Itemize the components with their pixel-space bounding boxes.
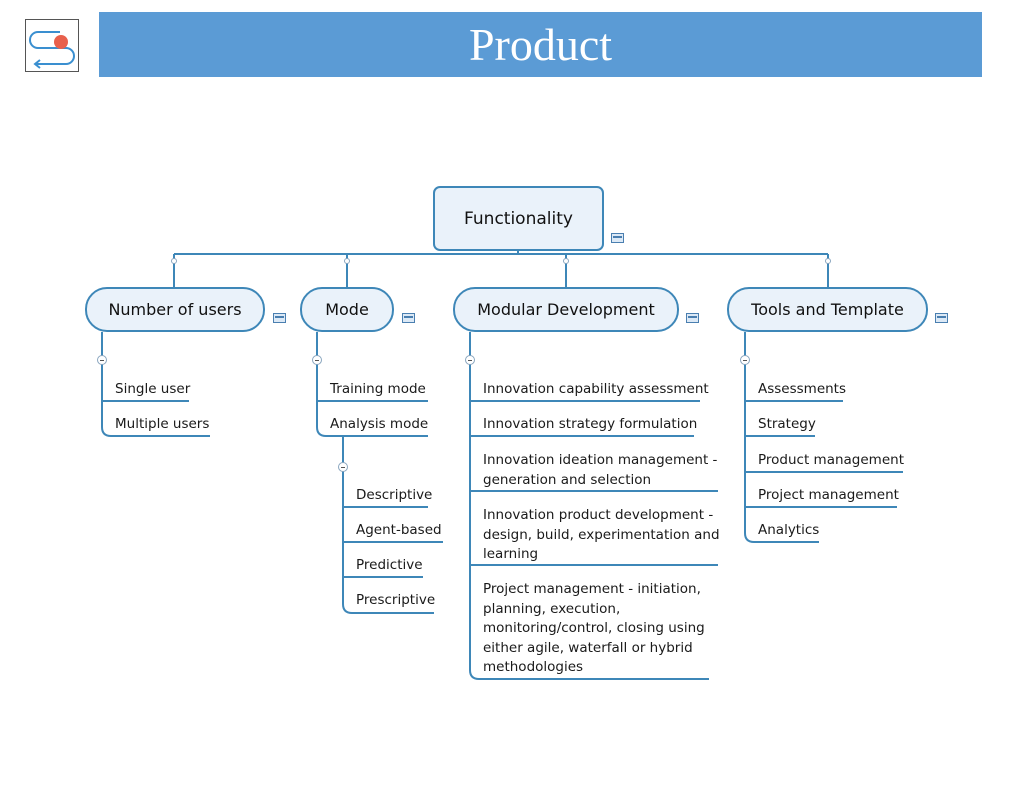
note-icon[interactable] — [402, 313, 415, 323]
leaf-topic[interactable]: Project management - initiation, plannin… — [483, 581, 705, 675]
leaf-topic[interactable]: Innovation strategy formulation — [483, 416, 698, 432]
connector-joint — [171, 258, 177, 264]
note-icon[interactable] — [273, 313, 286, 323]
root-node-functionality[interactable]: Functionality — [433, 186, 604, 251]
collapse-icon[interactable] — [97, 355, 107, 365]
branch-node-modular-development[interactable]: Modular Development — [453, 287, 679, 332]
branch-node-mode[interactable]: Mode — [300, 287, 394, 332]
leaf-topic[interactable]: Product management — [758, 452, 904, 468]
title-bar: Product — [99, 12, 982, 77]
root-node-label: Functionality — [464, 208, 573, 229]
leaf-topic[interactable]: Training mode — [330, 381, 426, 397]
leaf-topic[interactable]: Project management — [758, 487, 899, 503]
leaf-topic[interactable]: Single user — [115, 381, 191, 397]
branch-node-tools-and-template[interactable]: Tools and Template — [727, 287, 928, 332]
collapse-icon[interactable] — [338, 462, 348, 472]
branch-node-number-of-users[interactable]: Number of users — [85, 287, 265, 332]
connector-joint — [825, 258, 831, 264]
leaf-topic[interactable]: Descriptive — [356, 487, 433, 503]
collapse-icon[interactable] — [465, 355, 475, 365]
leaf-topic[interactable]: Analytics — [758, 522, 820, 538]
leaf-topic[interactable]: Agent-based — [356, 522, 442, 538]
app-logo-icon — [25, 19, 79, 72]
connector-joint — [344, 258, 350, 264]
leaf-topic[interactable]: Analysis mode — [330, 416, 429, 432]
leaf-topic[interactable]: Strategy — [758, 416, 816, 432]
connector-joint — [563, 258, 569, 264]
leaf-topic[interactable]: Predictive — [356, 557, 423, 573]
leaf-topic[interactable]: Assessments — [758, 381, 847, 397]
page-title: Product — [468, 18, 613, 70]
collapse-icon[interactable] — [740, 355, 750, 365]
note-icon[interactable] — [611, 233, 624, 243]
branch-node-label: Modular Development — [477, 300, 655, 319]
branch-node-label: Mode — [325, 300, 369, 319]
collapse-icon[interactable] — [312, 355, 322, 365]
note-icon[interactable] — [686, 313, 699, 323]
leaf-topic[interactable]: Innovation product development - design,… — [483, 507, 720, 562]
leaf-topic[interactable]: Multiple users — [115, 416, 210, 432]
branch-node-label: Tools and Template — [751, 300, 904, 319]
branch-node-label: Number of users — [108, 300, 242, 319]
leaf-topic[interactable]: Prescriptive — [356, 592, 436, 608]
leaf-topic[interactable]: Innovation ideation management - generat… — [483, 452, 718, 488]
leaf-topic[interactable]: Innovation capability assessment — [483, 381, 709, 397]
note-icon[interactable] — [935, 313, 948, 323]
